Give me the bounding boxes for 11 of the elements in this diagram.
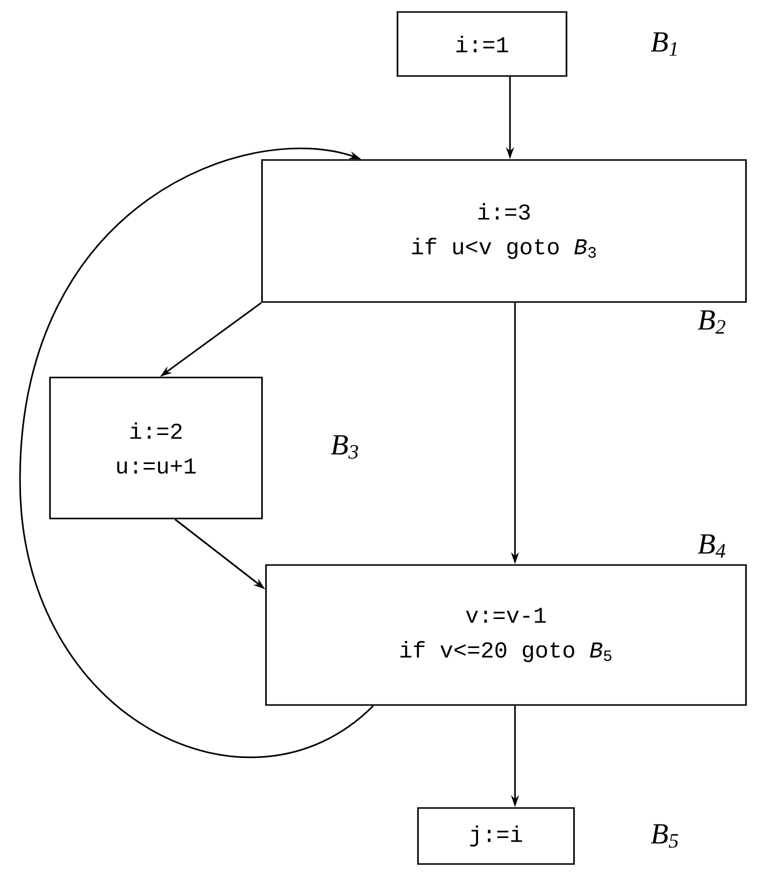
code-block-box: i:=3 if u<v goto B$_{3}$: [261, 159, 747, 303]
block-label: B$_{3}$: [330, 435, 358, 459]
block-label: B$_{4}$: [698, 534, 726, 558]
block-label: B$_{1}$: [650, 32, 677, 56]
code-block-box: v:=v-1 if v<=20 goto B$_{5}$: [265, 564, 747, 706]
block-label: B$_{2}$: [698, 310, 726, 334]
code-block-box: i:=1: [396, 11, 568, 77]
code-block-box: i:=2 u:=u+1: [49, 376, 263, 520]
arrow: [19, 148, 374, 758]
code-block-box: j:=i: [417, 807, 575, 865]
block-label: B$_{5}$: [650, 824, 678, 848]
